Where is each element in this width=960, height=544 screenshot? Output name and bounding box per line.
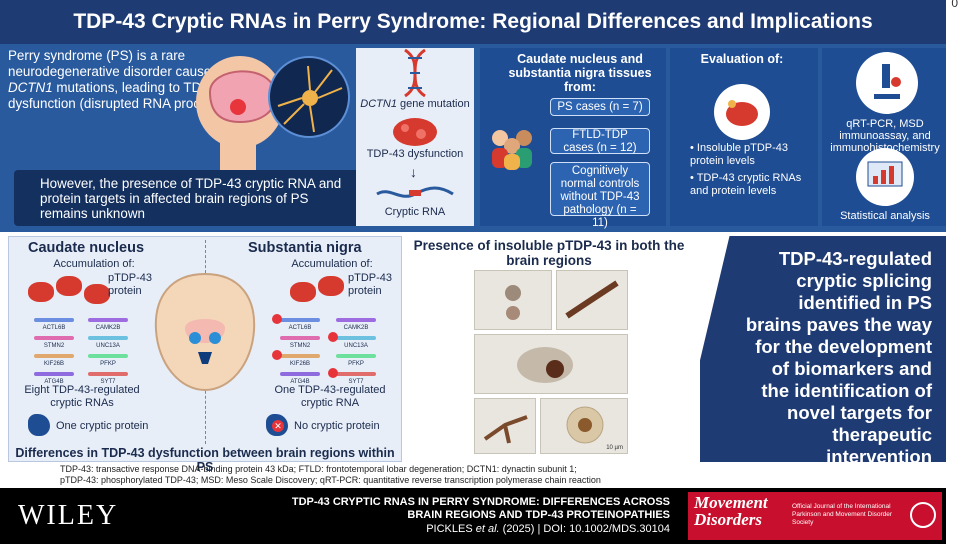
- nigra-aggregate-2: [318, 276, 344, 296]
- microscopy-title: Presence of insoluble pTDP-43 in both th…: [413, 238, 685, 268]
- caudate-accum-label: Accumulation of:: [53, 258, 135, 270]
- nigra-accum-label: Accumulation of:: [291, 258, 373, 270]
- knowledge-gap-box: However, the presence of TDP-43 cryptic …: [14, 170, 366, 226]
- nigra-aggregate-1: [290, 282, 316, 302]
- statistics-label: Statistical analysis: [840, 210, 930, 222]
- absent-mark-icon: ✕: [272, 420, 284, 432]
- nigra-rna-label: One TDP-43-regulated cryptic RNA: [274, 384, 386, 409]
- statistics-icon: [856, 148, 914, 206]
- tissues-heading: Caudate nucleus and substantia nigra tis…: [508, 52, 652, 94]
- journal-logo: Movement Disorders Official Journal of t…: [688, 492, 942, 540]
- conclusion-panel: TDP-43-regulated cryptic splicing identi…: [700, 236, 946, 462]
- caudate-aggregate-1: [28, 282, 54, 302]
- dna-icon: [404, 48, 426, 98]
- people-icon: [492, 130, 532, 170]
- caudate-aggregate-2: [56, 276, 82, 296]
- article-title: TDP-43 CRYPTIC RNAS IN PERRY SYNDROME: D…: [291, 496, 670, 521]
- micrograph-5: 10 µm: [540, 398, 628, 454]
- caudate-cryptic-protein-label: One cryptic protein: [56, 420, 149, 432]
- caudate-title: Caudate nucleus: [28, 240, 145, 256]
- infographic-title: TDP-43 Cryptic RNAs in Perry Syndrome: R…: [0, 0, 946, 44]
- intro-text: Perry syndrome (PS) is a rare neurodegen…: [8, 48, 244, 111]
- evaluation-heading: Evaluation of:: [700, 52, 784, 66]
- micrograph-4: [474, 398, 536, 454]
- eval-item-rna: • TDP-43 cryptic RNAs and protein levels: [690, 172, 802, 197]
- footer: WILEY TDP-43 CRYPTIC RNAS IN PERRY SYNDR…: [0, 488, 946, 544]
- cryptic-rna-label: Cryptic RNA: [384, 206, 446, 218]
- dysfunction-label: TDP-43 dysfunction: [366, 148, 464, 160]
- edge-mark: 0: [951, 0, 958, 10]
- caudate-cryptic-protein-icon: [28, 414, 50, 436]
- tdp43-aggregate-icon: [393, 118, 437, 146]
- micrograph-3: [474, 334, 628, 394]
- society-seal-icon: [910, 502, 936, 528]
- protein-eval-icon: [714, 84, 770, 140]
- cryptic-rna-icon: [376, 186, 454, 198]
- neuron-icon: [268, 56, 350, 138]
- caudate-rna-label: Eight TDP-43-regulated cryptic RNAs: [24, 384, 140, 409]
- micrograph-2: [556, 270, 628, 330]
- scale-bar-label: 10 µm: [606, 445, 623, 451]
- nigra-cryptic-protein-label: No cryptic protein: [294, 420, 380, 432]
- down-arrow-icon: ↓: [410, 164, 417, 180]
- abbreviations: TDP-43: transactive response DNA-binding…: [60, 464, 601, 485]
- gene-mutation-label: DCTN1 gene mutation: [360, 98, 470, 110]
- eval-item-protein: • Insoluble pTDP-43 protein levels: [690, 142, 789, 167]
- nigra-protein-label: pTDP-43 protein: [348, 272, 393, 297]
- caudate-aggregate-3: [84, 284, 110, 304]
- cohort-ps: PS cases (n = 7): [550, 98, 650, 116]
- microscope-icon: [856, 52, 918, 114]
- publisher-logo: WILEY: [18, 500, 119, 531]
- citation: PICKLES et al. (2025) | DOI: 10.1002/MDS…: [426, 523, 670, 535]
- cohort-ftld: FTLD-TDP cases (n = 12): [550, 128, 650, 154]
- cohort-controls: Cognitively normal controls without TDP-…: [550, 162, 650, 229]
- nigra-title: Substantia nigra: [248, 240, 362, 256]
- head-brain-icon: [196, 56, 280, 170]
- micrograph-1: [474, 270, 552, 330]
- brain-section-illustration: [154, 272, 256, 392]
- caudate-protein-label: pTDP-43 protein: [108, 272, 153, 297]
- regional-difference-statement: Differences in TDP-43 dysfunction betwee…: [15, 446, 395, 474]
